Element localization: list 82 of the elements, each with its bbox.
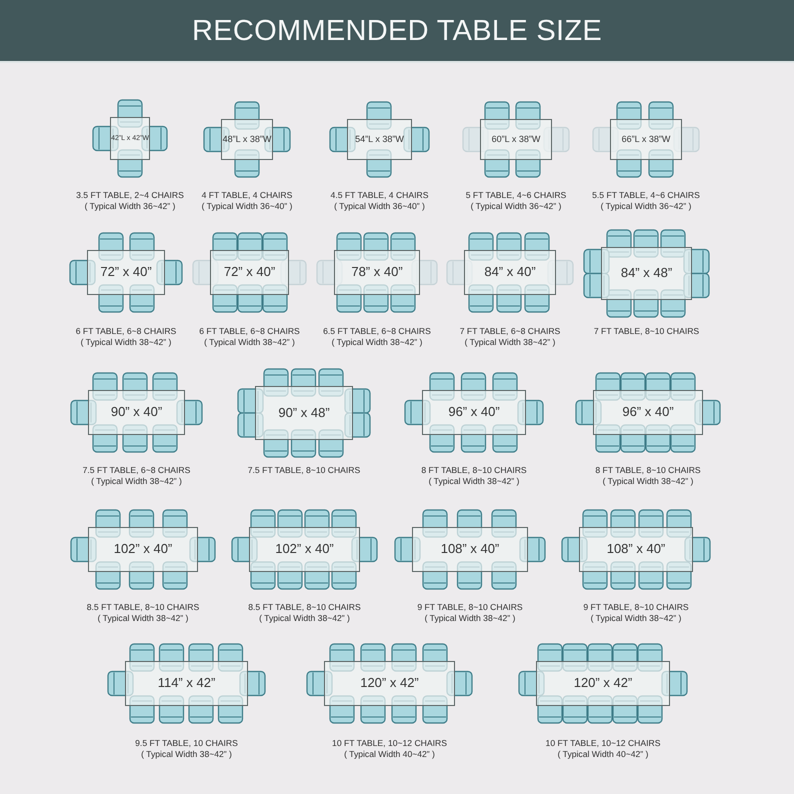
dimension-label: 90” x 48” (278, 406, 330, 420)
dimension-label: 90” x 40” (110, 405, 162, 420)
typical-width-note: ( Typical Width 36~42” ) (470, 201, 562, 211)
typical-width-note: ( Typical Width 40~42” ) (558, 749, 648, 759)
table-rectangle (334, 250, 420, 295)
dimension-label: 120” x 42” (360, 676, 419, 691)
table-rectangle (480, 119, 552, 160)
table-size-caption: 4.5 FT TABLE, 4 CHAIRS (330, 190, 428, 200)
typical-width-note: ( Typical Width 38~42” ) (80, 337, 172, 347)
dimension-label: 66”L x 38”W (622, 134, 670, 144)
table-size-caption: 6 FT TABLE, 6~8 CHAIRS (76, 326, 176, 336)
dimension-label: 54”L x 38”W (355, 134, 404, 144)
table-rectangle (536, 661, 670, 706)
table-size-caption: 7.5 FT TABLE, 6~8 CHAIRS (82, 465, 190, 475)
table-rectangle (249, 527, 360, 572)
table-rectangle (88, 390, 185, 435)
typical-width-note: ( Typical Width 38~42” ) (98, 613, 188, 623)
table-rectangle (464, 250, 556, 295)
dimension-label: 72” x 40” (224, 265, 276, 280)
table-size-caption: 8.5 FT TABLE, 8~10 CHAIRS (86, 602, 200, 612)
typical-width-note: ( Typical Width 36~42” ) (600, 201, 692, 211)
typical-width-note: ( Typical Width 38~42” ) (259, 613, 350, 623)
dimension-label: 114” x 42” (158, 676, 216, 691)
typical-width-note: ( Typical Width 38~42” ) (602, 476, 694, 486)
table-rectangle (422, 390, 526, 435)
table-rectangle (221, 119, 273, 160)
dimension-label: 120” x 42” (574, 676, 632, 691)
table-size-caption: 10 FT TABLE, 10~12 CHAIRS (546, 738, 660, 748)
dimension-label: 48”L x 38”W (222, 134, 272, 144)
dimension-label: 102” x 40” (114, 542, 172, 557)
table-rectangle (324, 661, 455, 706)
table-size-caption: 7 FT TABLE, 6~8 CHAIRS (460, 326, 560, 336)
dimension-label: 60”L x 38”W (492, 134, 540, 144)
dimension-label: 72” x 40” (100, 265, 152, 280)
table-size-caption: 9 FT TABLE, 8~10 CHAIRS (417, 602, 523, 612)
table-rectangle (347, 119, 412, 160)
typical-width-note: ( Typical Width 38~42” ) (91, 476, 182, 486)
typical-width-note: ( Typical Width 36~40” ) (334, 201, 425, 211)
typical-width-note: ( Typical Width 36~42” ) (84, 201, 176, 211)
typical-width-note: ( Typical Width 36~40” ) (202, 201, 292, 211)
table-size-caption: 7.5 FT TABLE, 8~10 CHAIRS (248, 465, 360, 475)
table-rectangle (593, 390, 703, 435)
table-size-caption: 5 FT TABLE, 4~6 CHAIRS (466, 190, 566, 200)
table-size-caption: 4 FT TABLE, 4 CHAIRS (202, 190, 292, 200)
typical-width-note: ( Typical Width 38~42” ) (590, 613, 682, 623)
table-size-caption: 3.5 FT TABLE, 2~4 CHAIRS (76, 190, 184, 200)
table-size-caption: 9 FT TABLE, 8~10 CHAIRS (583, 602, 689, 612)
typical-width-note: ( Typical Width 38~42” ) (204, 337, 295, 347)
table-rectangle (125, 661, 248, 706)
table-rectangle (412, 527, 528, 572)
table-rectangle (601, 247, 692, 300)
dimension-label: 96” x 40” (448, 405, 500, 420)
dimension-label: 84” x 48” (620, 266, 672, 281)
dimension-label: 108” x 40” (440, 542, 500, 557)
table-size-caption: 9.5 FT TABLE, 10 CHAIRS (135, 738, 238, 748)
table-size-caption: 10 FT TABLE, 10~12 CHAIRS (332, 738, 447, 748)
typical-width-note: ( Typical Width 38~42” ) (332, 337, 422, 347)
table-size-caption: 6 FT TABLE, 6~8 CHAIRS (199, 326, 300, 336)
table-size-caption: 8.5 FT TABLE, 8~10 CHAIRS (248, 602, 361, 612)
table-size-caption: 8 FT TABLE, 8~10 CHAIRS (421, 465, 527, 475)
table-rectangle (210, 250, 289, 295)
table-size-caption: 5.5 FT TABLE, 4~6 CHAIRS (592, 190, 700, 200)
table-size-caption: 7 FT TABLE, 8~10 CHAIRS (594, 326, 700, 336)
table-rectangle (255, 386, 353, 440)
dimension-label: 96” x 40” (622, 405, 674, 420)
table-size-caption: 6.5 FT TABLE, 6~8 CHAIRS (323, 326, 431, 336)
typical-width-note: ( Typical Width 38~42” ) (428, 476, 520, 486)
title: RECOMMENDED TABLE SIZE (192, 14, 602, 48)
typical-width-note: ( Typical Width 38~42” ) (424, 613, 516, 623)
table-rectangle (88, 527, 198, 572)
dimension-label: 84” x 40” (484, 265, 536, 280)
table-rectangle (610, 119, 682, 160)
dimension-label: 102” x 40” (275, 542, 334, 557)
table-size-caption: 8 FT TABLE, 8~10 CHAIRS (595, 465, 701, 475)
typical-width-note: ( Typical Width 40~42” ) (344, 749, 435, 759)
table-rectangle (87, 250, 165, 295)
dimension-label: 108” x 40” (606, 542, 666, 557)
typical-width-note: ( Typical Width 38~42” ) (464, 337, 556, 347)
table-rectangle (579, 527, 693, 572)
typical-width-note: ( Typical Width 38~42” ) (141, 749, 232, 759)
dimension-label: 78” x 40” (351, 265, 403, 280)
table-rectangle (110, 117, 150, 160)
